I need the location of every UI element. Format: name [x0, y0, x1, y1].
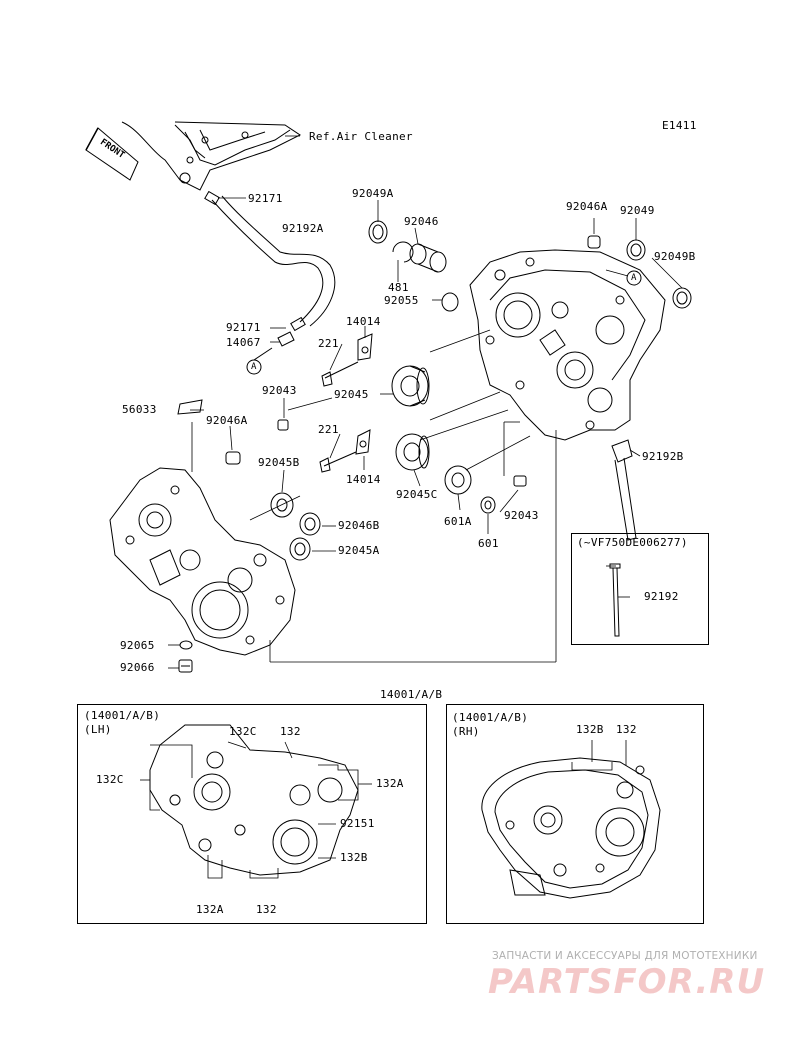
- washer-92065: [179, 640, 193, 650]
- part-label-92065[interactable]: 92065: [120, 639, 155, 652]
- watermark-logo: PARTSFOR.RU: [488, 962, 766, 1002]
- part-label-14067[interactable]: 14067: [226, 336, 261, 349]
- part-label-481[interactable]: 481: [388, 281, 409, 294]
- part-label-92049A[interactable]: 92049A: [352, 187, 394, 200]
- seal-92049B: [672, 287, 692, 309]
- plate-14014-bottom: [355, 429, 371, 455]
- lh-label-132C-left[interactable]: 132C: [96, 773, 124, 786]
- lh-box-title: (14001/A/B): [84, 709, 161, 722]
- lh-label-132-bottom[interactable]: 132: [256, 903, 277, 916]
- needle-bearing-92046: [409, 243, 447, 273]
- dowel-92043-right: [513, 475, 527, 487]
- part-label-601[interactable]: 601: [478, 537, 499, 550]
- dowel-92043-left: [277, 419, 289, 431]
- ref-marker-a-left: [246, 347, 273, 375]
- rh-box-side: (RH): [452, 725, 480, 738]
- bearing-92045B: [270, 492, 294, 518]
- lh-case-detail: [140, 724, 372, 879]
- part-label-92045[interactable]: 92045: [334, 388, 369, 401]
- part-label-221-top[interactable]: 221: [318, 337, 339, 350]
- ref-air-cleaner-label: Ref.Air Cleaner: [309, 130, 413, 143]
- rh-detail-box: [446, 704, 704, 924]
- part-label-92043-right[interactable]: 92043: [504, 509, 539, 522]
- part-label-92066[interactable]: 92066: [120, 661, 155, 674]
- part-label-92049[interactable]: 92049: [620, 204, 655, 217]
- diagram-code: E1411: [662, 119, 697, 132]
- o-ring-92055: [441, 292, 459, 312]
- bushing-92046A-left: [225, 451, 241, 465]
- rh-box-title: (14001/A/B): [452, 711, 529, 724]
- ball-bearing-92045: [391, 365, 430, 407]
- rh-label-132B[interactable]: 132B: [576, 723, 604, 736]
- watermark-tagline: ЗАПЧАСТИ И АКСЕССУАРЫ ДЛЯ МОТОТЕХНИКИ: [492, 950, 758, 962]
- part-label-92171-top[interactable]: 92171: [248, 192, 283, 205]
- bolt-221-bottom: [319, 451, 357, 473]
- bushing-92046A-top: [587, 235, 601, 249]
- plate-56033: [177, 399, 203, 415]
- part-label-92046B[interactable]: 92046B: [338, 519, 380, 532]
- part-label-92049B[interactable]: 92049B: [654, 250, 696, 263]
- rh-label-132[interactable]: 132: [616, 723, 637, 736]
- air-cleaner-case: [121, 121, 301, 191]
- seal-92049A: [368, 220, 388, 244]
- part-label-14014-bottom[interactable]: 14014: [346, 473, 381, 486]
- breather-hose: [204, 190, 336, 347]
- plate-14014-top: [357, 333, 373, 361]
- ref-marker-a-right-text: A: [631, 273, 637, 283]
- bearing-92046B: [299, 512, 321, 536]
- ref-marker-a-left-text: A: [251, 362, 257, 372]
- serial-range-title: (~VF750DE006277): [577, 536, 688, 549]
- lh-box-side: (LH): [84, 723, 112, 736]
- serial-range-box: [571, 533, 709, 645]
- part-label-92045C[interactable]: 92045C: [396, 488, 438, 501]
- rh-case-detail: [481, 740, 661, 899]
- seal-92049: [626, 239, 646, 261]
- part-label-14001[interactable]: 14001/A/B: [380, 688, 443, 701]
- circlip-481: [392, 241, 414, 263]
- lh-label-132A-bottom[interactable]: 132A: [196, 903, 224, 916]
- part-label-92192[interactable]: 92192: [644, 590, 679, 603]
- ball-bearing-92045C: [395, 433, 430, 471]
- part-label-56033[interactable]: 56033: [122, 403, 157, 416]
- bearing-601A: [444, 465, 472, 495]
- part-label-92171-mid[interactable]: 92171: [226, 321, 261, 334]
- bolt-221-top: [321, 361, 359, 387]
- part-label-14014-top[interactable]: 14014: [346, 315, 381, 328]
- part-label-92192B[interactable]: 92192B: [642, 450, 684, 463]
- dipstick-92192: [609, 563, 621, 637]
- ref-marker-a-right: [626, 270, 642, 286]
- lh-detail-box: [77, 704, 427, 924]
- part-label-92045A[interactable]: 92045A: [338, 544, 380, 557]
- lh-label-132C-top[interactable]: 132C: [229, 725, 257, 738]
- drain-plug-92066: [178, 659, 193, 673]
- part-label-92046[interactable]: 92046: [404, 215, 439, 228]
- front-arrow: FRONT: [85, 127, 139, 181]
- part-label-92192A[interactable]: 92192A: [282, 222, 324, 235]
- seal-601: [480, 496, 496, 514]
- part-label-221-bottom[interactable]: 221: [318, 423, 339, 436]
- lh-label-132B[interactable]: 132B: [340, 851, 368, 864]
- part-label-92055[interactable]: 92055: [384, 294, 419, 307]
- part-label-92046A-top[interactable]: 92046A: [566, 200, 608, 213]
- lh-label-92151[interactable]: 92151: [340, 817, 375, 830]
- part-label-601A[interactable]: 601A: [444, 515, 472, 528]
- part-label-92046A-left[interactable]: 92046A: [206, 414, 248, 427]
- leader-lines: [168, 135, 683, 669]
- part-label-92043-left[interactable]: 92043: [262, 384, 297, 397]
- left-crankcase-half: [109, 467, 296, 656]
- part-label-92045B[interactable]: 92045B: [258, 456, 300, 469]
- right-crankcase-half: [469, 249, 666, 441]
- lh-label-132A-right[interactable]: 132A: [376, 777, 404, 790]
- bearing-92045A: [289, 537, 311, 561]
- dipstick-92192B: [611, 439, 637, 541]
- lh-label-132-top[interactable]: 132: [280, 725, 301, 738]
